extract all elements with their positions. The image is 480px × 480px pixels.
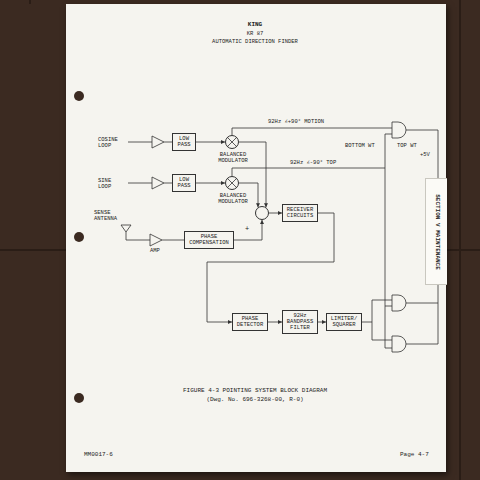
signal-connector — [268, 322, 282, 323]
node-text: BALANCED MODULATOR — [211, 193, 255, 206]
amplifier-symbols — [150, 136, 164, 246]
summing-junction: + — [255, 206, 269, 220]
wires — [121, 128, 438, 348]
gate-symbols — [392, 122, 406, 352]
signal-label: SENSE ANTENNA — [94, 210, 120, 223]
signal-label: 92Hz ∠+90° MOTION — [268, 119, 324, 125]
punch-holes — [74, 91, 84, 403]
node-text: BALANCED MODULATOR — [211, 152, 255, 165]
signal-connector — [207, 213, 334, 322]
signal-label: (Dwg. No. 696-3268-00, R-0) — [206, 397, 303, 404]
process-box: PHASE COMPENSATION — [184, 231, 234, 250]
process-box: LOW PASS — [172, 133, 196, 152]
modulator-circle: BALANCED MODULATOR — [225, 135, 239, 149]
node-text: LOW PASS — [176, 177, 192, 190]
node-text: PHASE COMPENSATION — [188, 234, 230, 247]
signal-label: AUTOMATIC DIRECTION FINDER — [212, 39, 298, 45]
signal-label: MM0017-6 — [84, 452, 113, 459]
signal-label: TOP WT — [397, 143, 417, 149]
node-text: + — [241, 226, 253, 233]
signal-label: SINE LOOP — [98, 178, 122, 191]
process-box: LIMITER/ SQUARER — [326, 313, 362, 332]
node-text: LIMITER/ SQUARER — [330, 316, 358, 329]
signal-connector — [318, 322, 326, 323]
page-heading: KING — [248, 22, 262, 29]
signal-label: BOTTOM WT — [345, 143, 375, 149]
signal-label: Page 4-7 — [400, 452, 429, 459]
figure-caption: FIGURE 4-3 POINTING SYSTEM BLOCK DIAGRAM — [183, 388, 327, 395]
process-box: PHASE DETECTOR — [232, 313, 268, 332]
signal-connector — [234, 220, 262, 240]
signal-connector — [269, 213, 282, 214]
signal-label: KR 87 — [247, 31, 264, 37]
process-box: LOW PASS — [172, 174, 196, 193]
signal-connector — [196, 142, 225, 143]
tab-label: SECTION V MAINTENANCE — [433, 194, 440, 270]
node-text: 92Hz BANDPASS FILTER — [286, 313, 314, 332]
section-tab: SECTION V MAINTENANCE — [425, 178, 447, 285]
signal-label: COSINE LOOP — [98, 137, 122, 150]
signal-label: AMP — [150, 248, 160, 254]
modulator-circle: BALANCED MODULATOR — [225, 176, 239, 190]
node-text: PHASE DETECTOR — [236, 316, 264, 329]
signal-label: +5V — [420, 152, 430, 158]
signal-connector — [196, 183, 225, 184]
process-box: 92Hz BANDPASS FILTER — [282, 310, 318, 335]
process-box: RECEIVER CIRCUITS — [282, 204, 318, 223]
signal-label: 92Hz ∠-90° TOP — [290, 160, 336, 166]
node-text: RECEIVER CIRCUITS — [286, 207, 314, 220]
node-text: LOW PASS — [176, 136, 192, 149]
